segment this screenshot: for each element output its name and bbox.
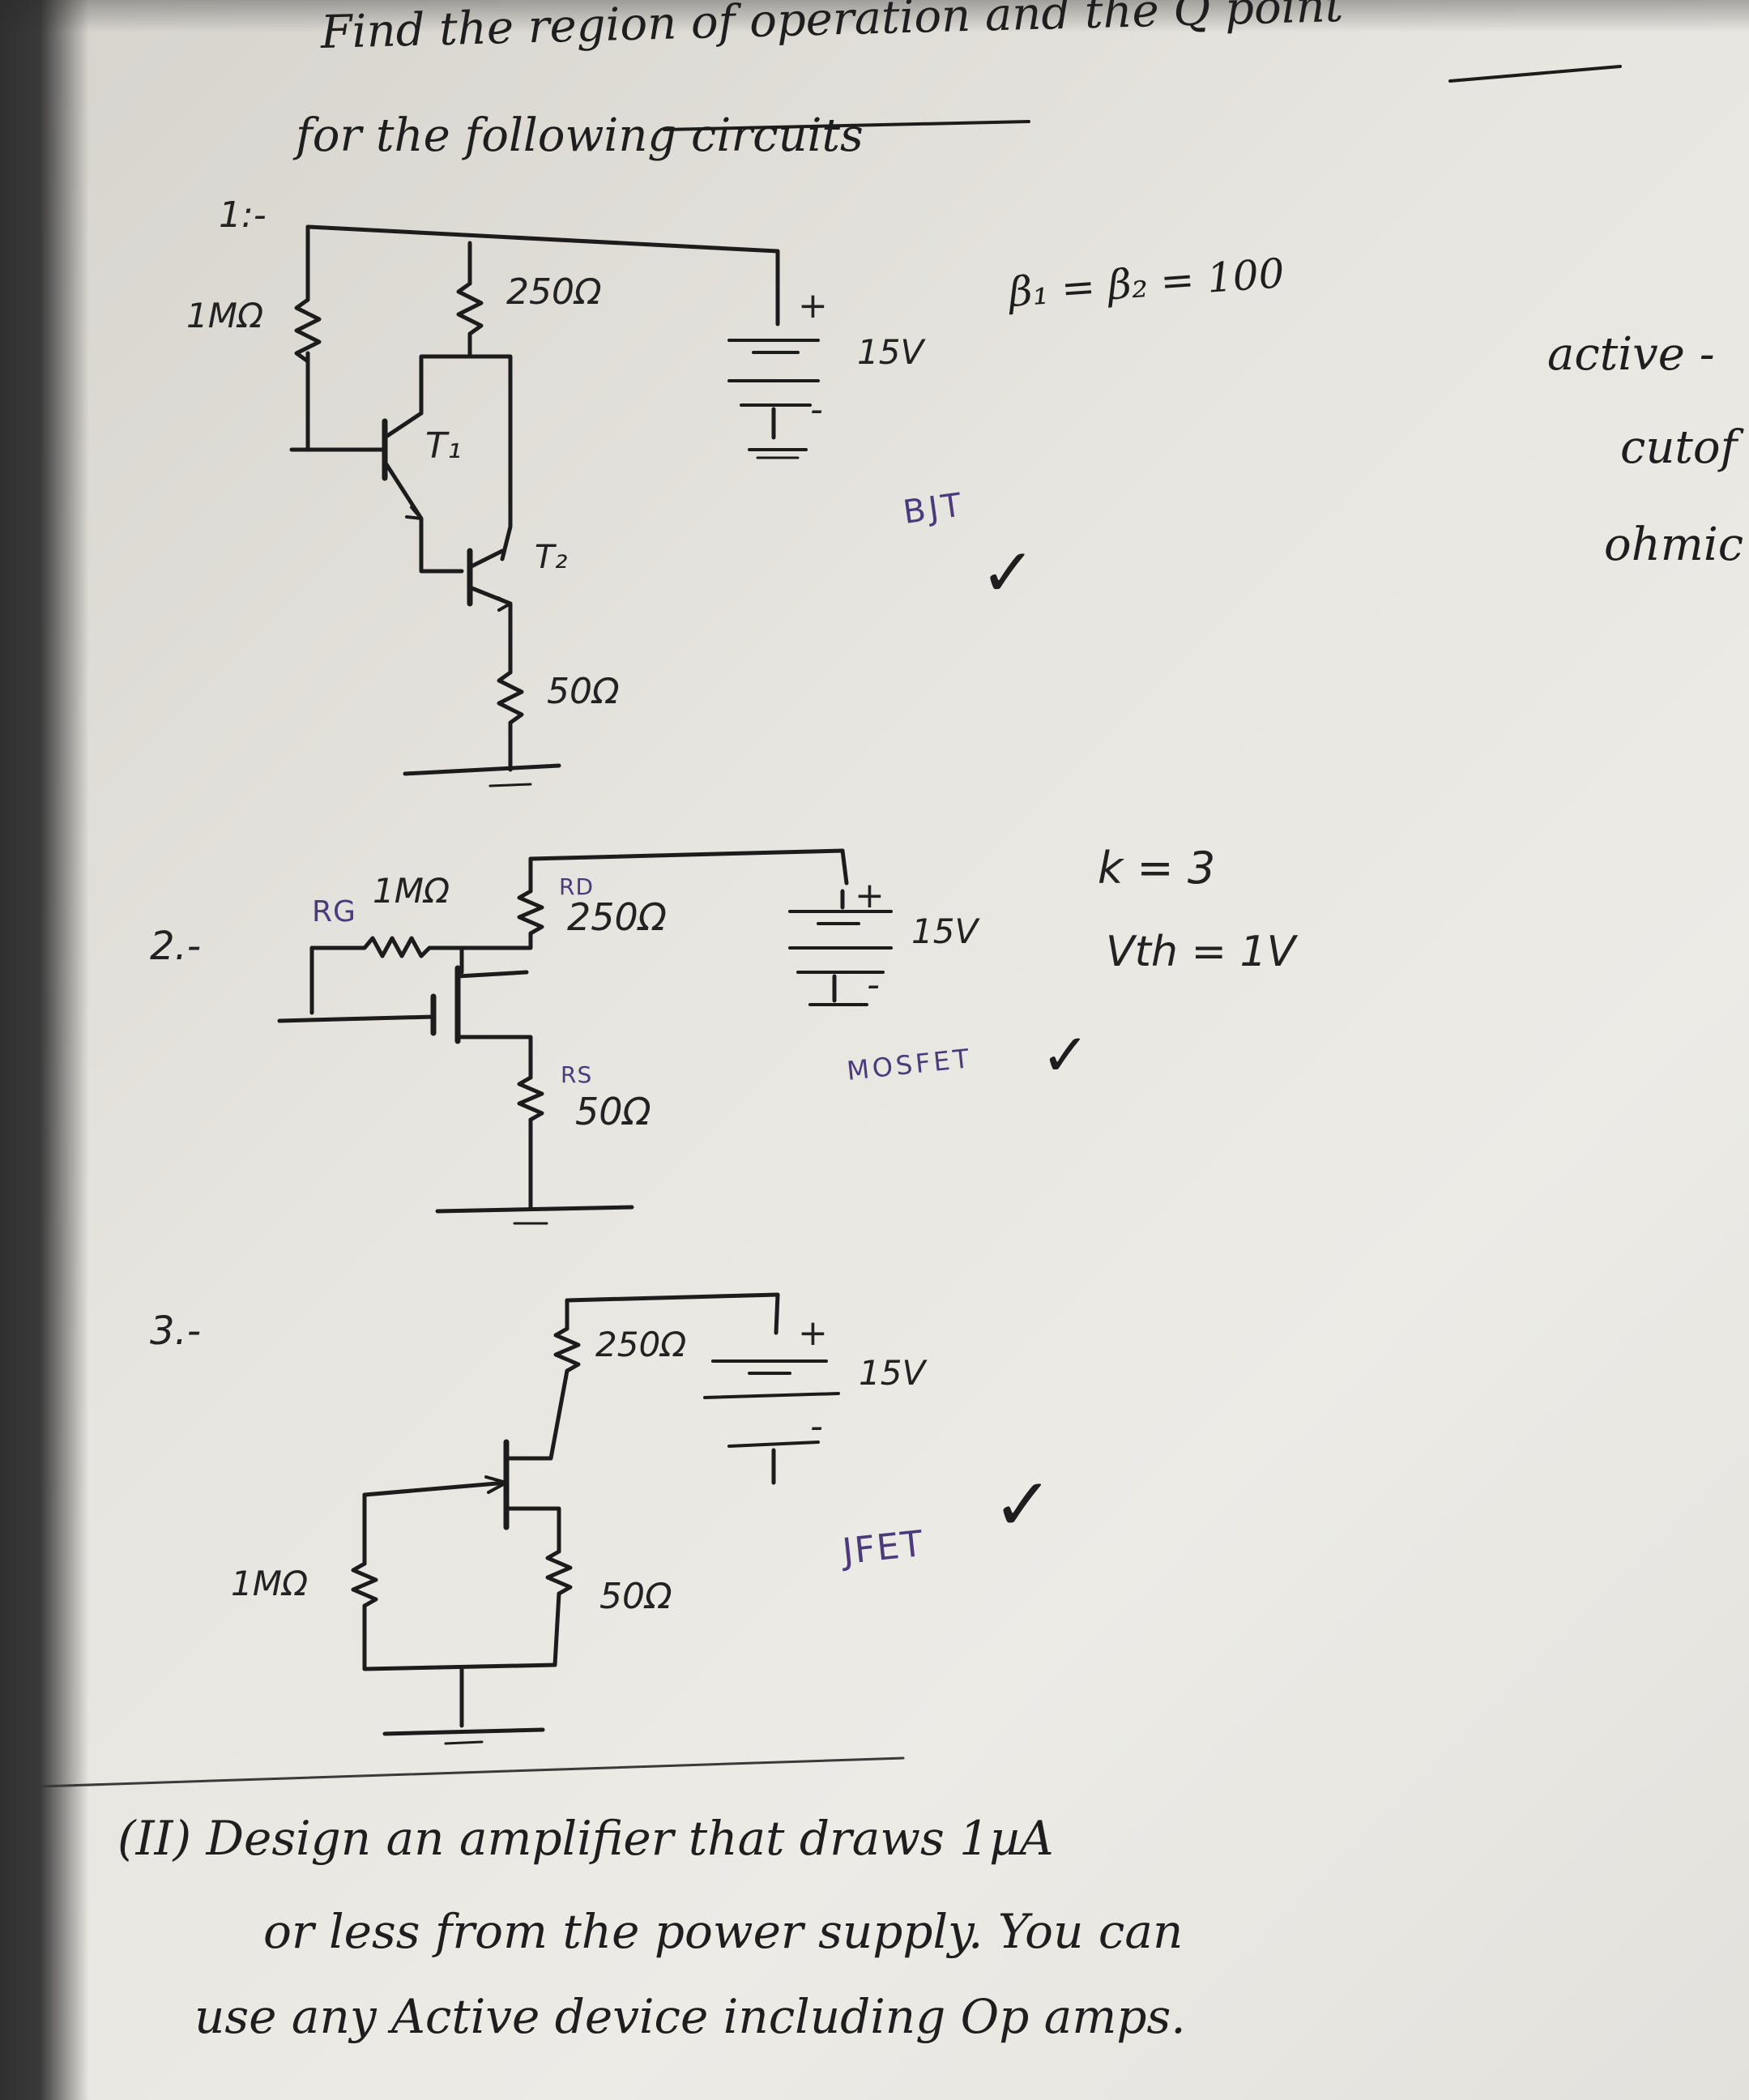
circuit-3-plus: + xyxy=(798,1312,828,1354)
rd3-symbol xyxy=(553,1326,581,1373)
circuit-2-plus: + xyxy=(855,875,885,916)
circuit-2-number: 2.- xyxy=(150,924,202,969)
circuit-1-rb-label: 1MΩ xyxy=(186,296,264,335)
circuit-3-vcc: 15V xyxy=(859,1353,926,1393)
part2-line-2: or less from the power supply. You can xyxy=(263,1904,1184,1959)
circuit-3-rd-label: 250Ω xyxy=(595,1325,687,1364)
circuit-3-wiring xyxy=(351,1292,840,1745)
resistor-50-symbol xyxy=(497,670,524,725)
circuit-1-minus: - xyxy=(810,389,823,430)
circuit-1-t2-label: T₂ xyxy=(535,539,568,576)
circuit-3-rg-label: 1MΩ xyxy=(231,1564,309,1603)
title-line-2: for the following circuits xyxy=(296,109,864,162)
circuit-3-minus: - xyxy=(810,1406,823,1447)
region-active: active - xyxy=(1547,328,1715,381)
circuit-2-vcc: 15V xyxy=(911,911,979,951)
circuit-2-k: k = 3 xyxy=(1098,843,1216,894)
rs3-symbol xyxy=(545,1549,573,1596)
circuit-1-re-label: 50Ω xyxy=(547,671,620,712)
resistor-250-symbol xyxy=(456,281,484,336)
part2-line-1: (II) Design an amplifier that draws 1µA xyxy=(117,1811,1054,1866)
circuit-2-checkmark: ✓ xyxy=(1041,1021,1090,1089)
part2-line-3: use any Active device including Op amps. xyxy=(194,1989,1186,2044)
circuit-2-rs-name: RS xyxy=(561,1061,593,1088)
qpoint-underline xyxy=(1448,65,1622,83)
circuit-2-rg-label: 1MΩ xyxy=(373,871,450,911)
circuit-1-wiring xyxy=(289,224,820,788)
circuit-2-wiring xyxy=(277,848,893,1225)
circuit-2-rd-name: RD xyxy=(559,873,595,900)
separator-line xyxy=(39,1756,905,1788)
circuit-3-number: 3.- xyxy=(150,1308,202,1354)
circuit-1-checkmark: ✓ xyxy=(980,535,1036,612)
rg-symbol xyxy=(309,936,464,958)
circuit-3-type: JFET xyxy=(840,1522,927,1573)
circuit-2-rs-label: 50Ω xyxy=(575,1090,651,1133)
background-shadow xyxy=(0,0,89,2100)
region-ohmic: ohmic xyxy=(1604,519,1744,571)
circuit-2-vth: Vth = 1V xyxy=(1106,928,1296,976)
circuit-1-rc-label: 250Ω xyxy=(506,271,602,313)
circuit-2-rg-name: RG xyxy=(312,895,356,928)
resistor-1m-symbol xyxy=(294,297,322,364)
circuit-1-t1-label: T₁ xyxy=(425,425,462,467)
circuit-1-plus: + xyxy=(798,285,828,327)
rs-symbol xyxy=(517,1075,544,1122)
circuit-2-minus: - xyxy=(867,964,880,1005)
rg3-symbol xyxy=(351,1561,378,1608)
region-cutoff: cutof xyxy=(1620,421,1738,474)
circuit-2-rd-label: 250Ω xyxy=(567,895,667,939)
title-underline xyxy=(663,120,1030,131)
circuit-3-checkmark: ✓ xyxy=(992,1462,1054,1547)
rd-symbol xyxy=(517,889,544,936)
circuit-1-number: 1:- xyxy=(219,194,267,236)
circuit-1-vcc: 15V xyxy=(857,332,924,372)
top-shadow xyxy=(0,0,1749,32)
circuit-3-rs-label: 50Ω xyxy=(599,1576,672,1617)
